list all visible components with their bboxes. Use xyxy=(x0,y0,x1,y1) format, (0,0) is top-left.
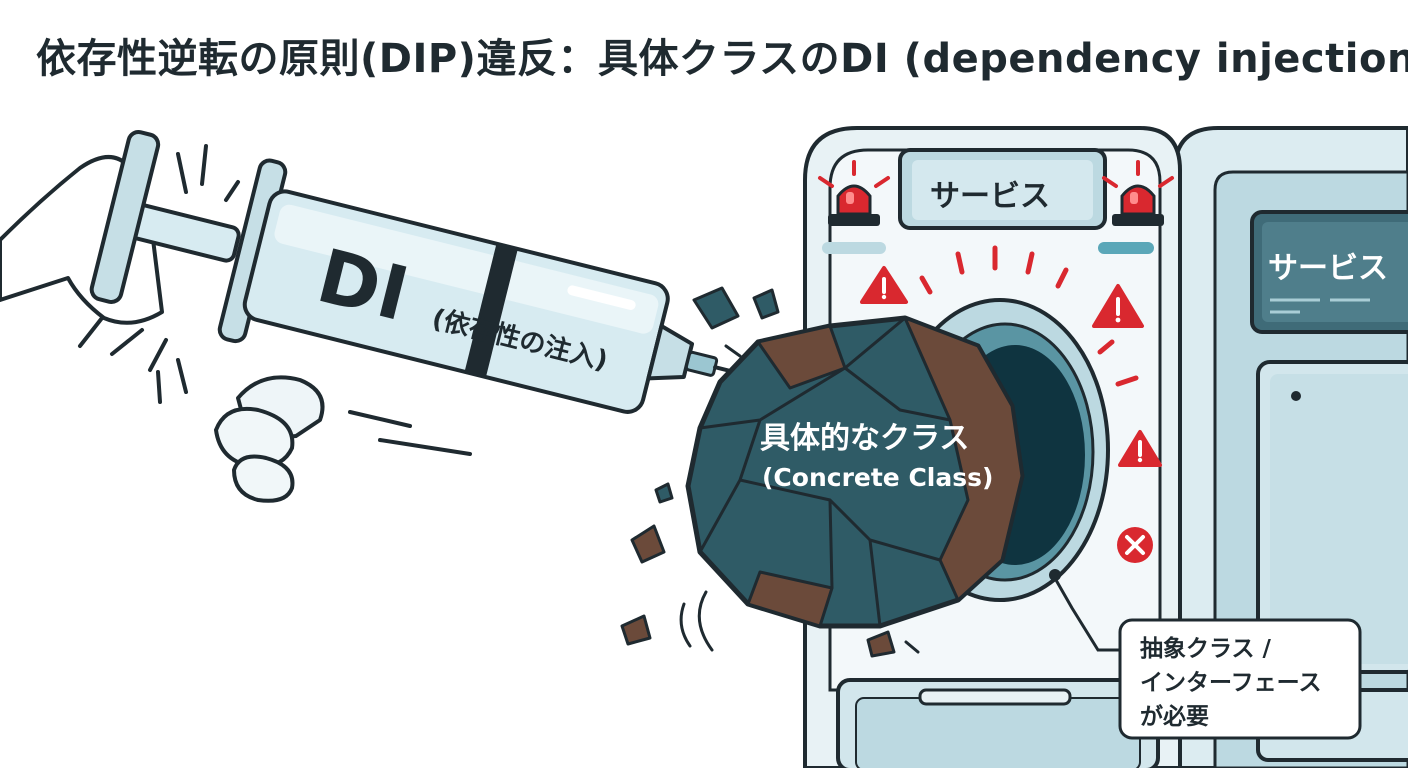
service-panel-label: サービス xyxy=(930,179,1050,214)
callout-leader xyxy=(1054,579,1128,652)
rock-label-en: (Concrete Class) xyxy=(762,463,993,492)
syringe-icon: DI (依存性の注入) xyxy=(89,130,764,414)
alarm-light-icon xyxy=(818,160,890,226)
impact-lines xyxy=(679,344,920,654)
callout-line-1: 抽象クラス / xyxy=(1140,635,1272,662)
service-side-label: サービス xyxy=(1268,251,1388,286)
syringe-di-label: DI xyxy=(309,233,416,338)
concrete-class-rock: 具体的なクラス (Concrete Class) xyxy=(685,315,1025,629)
warning-triangle-icon xyxy=(1118,430,1162,467)
page-title: 依存性逆転の原則(DIP)違反：具体クラスのDI (dependency inj… xyxy=(36,36,1408,82)
debris-fragments xyxy=(620,286,896,658)
callout-line-3: が必要 xyxy=(1140,703,1209,730)
callout-line-2: インターフェース xyxy=(1140,670,1321,696)
error-circle-x-icon xyxy=(1117,527,1153,563)
service-side-screen: サービス xyxy=(1250,210,1408,334)
rock-label-ja: 具体的なクラス xyxy=(760,421,969,456)
callout-box: 抽象クラス / インターフェース が必要 xyxy=(1118,618,1362,740)
warning-triangle-icon xyxy=(860,266,908,304)
alert-dashes xyxy=(919,245,1139,387)
warning-triangle-icon xyxy=(1092,284,1144,328)
alarm-light-icon xyxy=(1102,160,1174,226)
